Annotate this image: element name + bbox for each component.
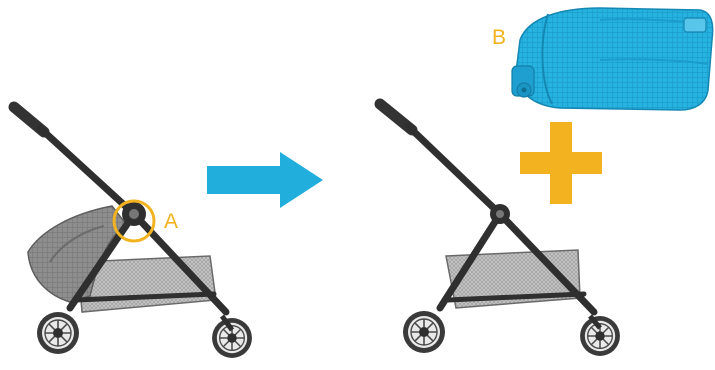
right-arrow: [207, 152, 323, 208]
rear-wheel: [403, 311, 445, 353]
push-bar: [40, 128, 134, 214]
front-wheel: [580, 316, 620, 356]
front-wheel: [212, 318, 252, 358]
stroller-frame: [380, 104, 620, 356]
folded-seat-unit: [512, 8, 713, 110]
stroller-with-seat: [14, 107, 252, 358]
label-a: A: [164, 210, 178, 233]
rear-wheel: [37, 312, 79, 354]
label-b: B: [492, 26, 506, 49]
plus-icon: [520, 122, 602, 204]
push-bar: [408, 126, 500, 214]
